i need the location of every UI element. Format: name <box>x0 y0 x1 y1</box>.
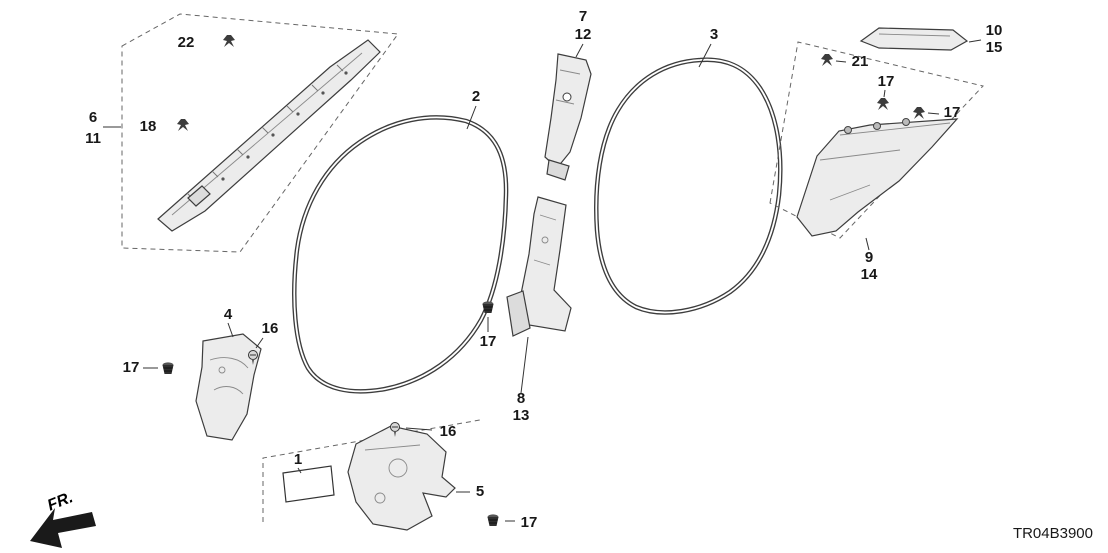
callout-13[interactable]: 13 <box>513 407 530 424</box>
quarter-pillar-garnish <box>796 118 959 237</box>
b-pillar-upper-garnish-group: 7 12 <box>544 8 592 181</box>
callout-18[interactable]: 18 <box>140 118 157 135</box>
callout-17-bpillar[interactable]: 17 <box>480 333 497 350</box>
leader-line <box>466 105 477 130</box>
b-pillar-lower-detail <box>539 214 557 221</box>
cowl-trim-detail <box>209 357 249 369</box>
front-door-seal <box>292 115 509 394</box>
callout-7[interactable]: 7 <box>579 8 587 25</box>
callout-17-sill[interactable]: 17 <box>521 514 538 531</box>
leader-line <box>520 336 529 394</box>
b-pillar-lower-garnish-group: 17 8 13 <box>480 196 572 424</box>
callout-5[interactable]: 5 <box>476 483 484 500</box>
label-placard <box>282 465 335 503</box>
a-pillar-garnish <box>157 39 381 232</box>
b-pillar-lower-detail <box>533 259 551 266</box>
fr-indicator: FR. <box>30 489 96 548</box>
quarter-garnish-detail <box>819 149 901 161</box>
rear-door-seal <box>594 57 783 315</box>
fr-direction-arrow <box>30 508 96 548</box>
push-clip-icon <box>821 54 833 66</box>
grommet-icon <box>162 361 174 375</box>
a-pillar-garnish-bracket <box>187 185 211 207</box>
quarter-pillar-garnish-group: 21 17 17 10 15 9 14 <box>769 22 1003 283</box>
callout-1[interactable]: 1 <box>294 451 302 468</box>
quarter-garnish-detail <box>839 122 951 136</box>
b-pillar-upper-detail <box>559 69 581 75</box>
fr-label: FR. <box>45 489 75 514</box>
clip-hole <box>541 236 549 244</box>
callout-12[interactable]: 12 <box>575 26 592 43</box>
callout-15[interactable]: 15 <box>986 39 1003 56</box>
front-door-seal-core <box>293 116 507 393</box>
leader-line <box>575 43 584 58</box>
callout-21[interactable]: 21 <box>852 53 869 70</box>
leader-line <box>883 89 886 98</box>
leader-line <box>255 337 264 349</box>
clip-hole <box>218 366 226 374</box>
quarter-garnish-detail <box>829 184 871 201</box>
callout-17-right-mid[interactable]: 17 <box>944 104 961 121</box>
rear-door-seal-group: 3 <box>594 26 783 315</box>
callout-11[interactable]: 11 <box>85 130 101 147</box>
b-pillar-lower-foot <box>506 290 531 337</box>
cowl-side-trim-group: 4 16 17 <box>123 306 279 441</box>
clip-hole <box>388 458 408 478</box>
clip-hole <box>562 92 572 102</box>
grommet-icon <box>487 513 499 527</box>
b-pillar-upper-foot <box>546 159 570 181</box>
clip-boss <box>844 126 852 134</box>
push-clip-icon <box>177 119 189 131</box>
sill-garnish <box>347 425 456 531</box>
callout-4[interactable]: 4 <box>224 306 233 323</box>
sill-garnish-group: 1 5 16 17 <box>262 419 538 531</box>
callout-16-upper[interactable]: 16 <box>262 320 279 337</box>
leader-line <box>968 39 982 43</box>
quarter-upper-strip <box>859 27 969 51</box>
push-clip-icon <box>223 35 235 47</box>
leader-line <box>835 60 847 63</box>
sill-garnish-detail <box>364 444 421 451</box>
leader-line <box>405 427 433 431</box>
quarter-strip-detail <box>878 33 951 37</box>
push-clip-icon <box>877 98 889 110</box>
leader-line <box>297 467 302 474</box>
clip-boss <box>873 122 881 130</box>
callout-6[interactable]: 6 <box>89 109 97 126</box>
callout-22[interactable]: 22 <box>178 34 195 51</box>
leader-line <box>927 112 940 115</box>
callout-8[interactable]: 8 <box>517 390 525 407</box>
group-boundary-a-pillar <box>121 13 399 253</box>
callout-3[interactable]: 3 <box>710 26 718 43</box>
clip-hole <box>374 492 386 504</box>
b-pillar-upper-detail <box>555 99 575 105</box>
b-pillar-upper-garnish <box>544 53 592 169</box>
cowl-trim-detail <box>213 386 244 395</box>
clip-boss <box>902 118 910 126</box>
leader-line <box>698 43 712 68</box>
callout-17-right-top[interactable]: 17 <box>878 73 895 90</box>
callout-2[interactable]: 2 <box>472 88 480 105</box>
callout-16-lower[interactable]: 16 <box>440 423 457 440</box>
a-pillar-garnish-group: 22 18 6 11 <box>85 13 399 253</box>
leader-line <box>865 237 870 251</box>
callout-9[interactable]: 9 <box>865 249 873 266</box>
diagram-code: TR04B3900 <box>1013 525 1093 542</box>
callout-14[interactable]: 14 <box>861 266 878 283</box>
leader-line <box>227 322 234 338</box>
callout-17-cowl[interactable]: 17 <box>123 359 140 376</box>
front-door-seal-group: 2 <box>292 88 509 394</box>
push-clip-icon <box>913 107 925 119</box>
grommet-icon <box>482 300 494 314</box>
rear-door-seal-core <box>595 58 782 314</box>
callout-10[interactable]: 10 <box>986 22 1003 39</box>
